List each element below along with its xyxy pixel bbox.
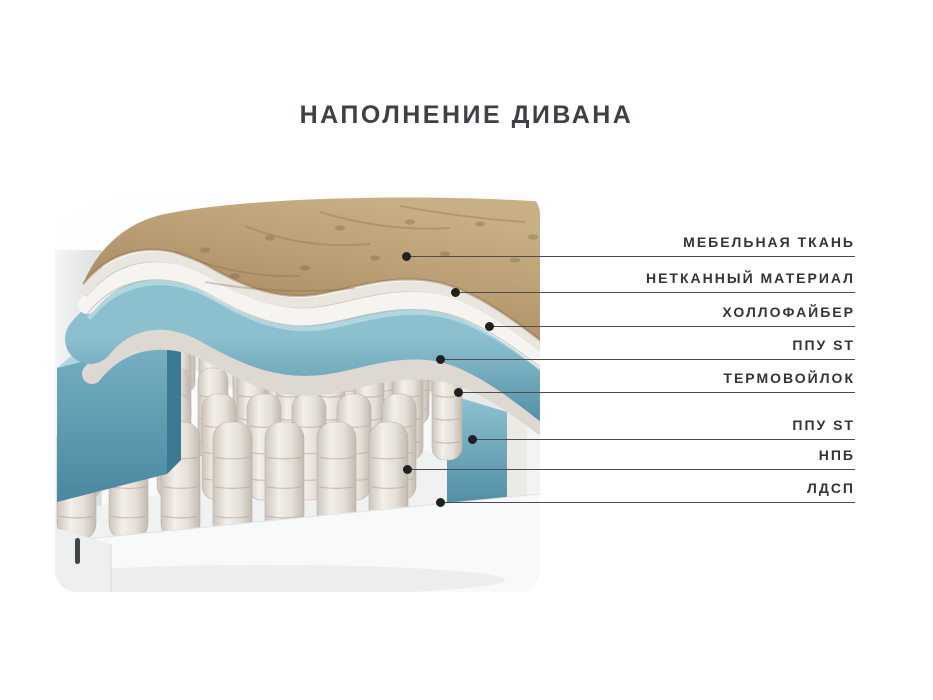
leader-line bbox=[403, 465, 855, 474]
hollofiber-layer bbox=[78, 261, 540, 370]
layer-label: МЕБЕЛЬНАЯ ТКАНЬ bbox=[683, 234, 855, 250]
leader-line bbox=[451, 288, 855, 297]
leader-dot bbox=[402, 252, 411, 261]
nonwoven-layer bbox=[80, 251, 540, 352]
tufting-dimples bbox=[200, 219, 538, 279]
quilting-lines bbox=[174, 205, 526, 292]
floor-shadow bbox=[55, 565, 505, 592]
ppu-highlight bbox=[87, 280, 540, 371]
layer-label-row-ppu-top: ППУ ST bbox=[436, 337, 855, 364]
layer-label-row-hollofiber: ХОЛЛОФАЙБЕР bbox=[485, 304, 855, 331]
leader-dot bbox=[485, 322, 494, 331]
leader-dot bbox=[403, 465, 412, 474]
layer-label-row-ppu-side: ППУ ST bbox=[468, 417, 855, 444]
layer-label: ППУ ST bbox=[792, 337, 855, 353]
leader-dot bbox=[468, 435, 477, 444]
layer-edge-line-2 bbox=[86, 279, 540, 368]
drawer-front bbox=[55, 528, 112, 592]
upholstery-fabric bbox=[82, 197, 540, 342]
sofa-cutaway-svg bbox=[55, 197, 540, 592]
layer-label: ТЕРМОВОЙЛОК bbox=[723, 370, 855, 386]
layer-label: ППУ ST bbox=[792, 417, 855, 433]
leader-line bbox=[436, 498, 855, 507]
layer-label: ЛДСП bbox=[807, 480, 855, 496]
layer-label: НПБ bbox=[818, 447, 855, 463]
leader-line bbox=[454, 388, 855, 397]
leader-line bbox=[436, 355, 855, 364]
leader-line bbox=[468, 435, 855, 444]
drawer-handle bbox=[75, 538, 80, 564]
leader-line bbox=[402, 252, 855, 261]
ppu-foam-layer bbox=[65, 279, 540, 421]
page-title: НАПОЛНЕНИЕ ДИВАНА bbox=[299, 101, 634, 129]
thermo-felt-layer bbox=[82, 329, 540, 436]
layer-label-row-fabric: МЕБЕЛЬНАЯ ТКАНЬ bbox=[402, 234, 855, 261]
layer-label: ХОЛЛОФАЙБЕР bbox=[722, 304, 855, 320]
layer-label-row-nonwoven: НЕТКАННЫЙ МАТЕРИАЛ bbox=[451, 270, 855, 297]
layer-label: НЕТКАННЫЙ МАТЕРИАЛ bbox=[645, 270, 855, 286]
leader-dot bbox=[451, 288, 460, 297]
layer-label-row-felt: ТЕРМОВОЙЛОК bbox=[454, 370, 855, 397]
layer-label-row-springs: НПБ bbox=[403, 447, 855, 474]
leader-dot bbox=[454, 388, 463, 397]
leader-line bbox=[485, 322, 855, 331]
layer-label-row-ldsp: ЛДСП bbox=[436, 480, 855, 507]
layer-stack bbox=[65, 251, 540, 436]
leader-dot bbox=[436, 498, 445, 507]
sofa-cutaway-illustration bbox=[55, 192, 540, 592]
leader-dot bbox=[436, 355, 445, 364]
